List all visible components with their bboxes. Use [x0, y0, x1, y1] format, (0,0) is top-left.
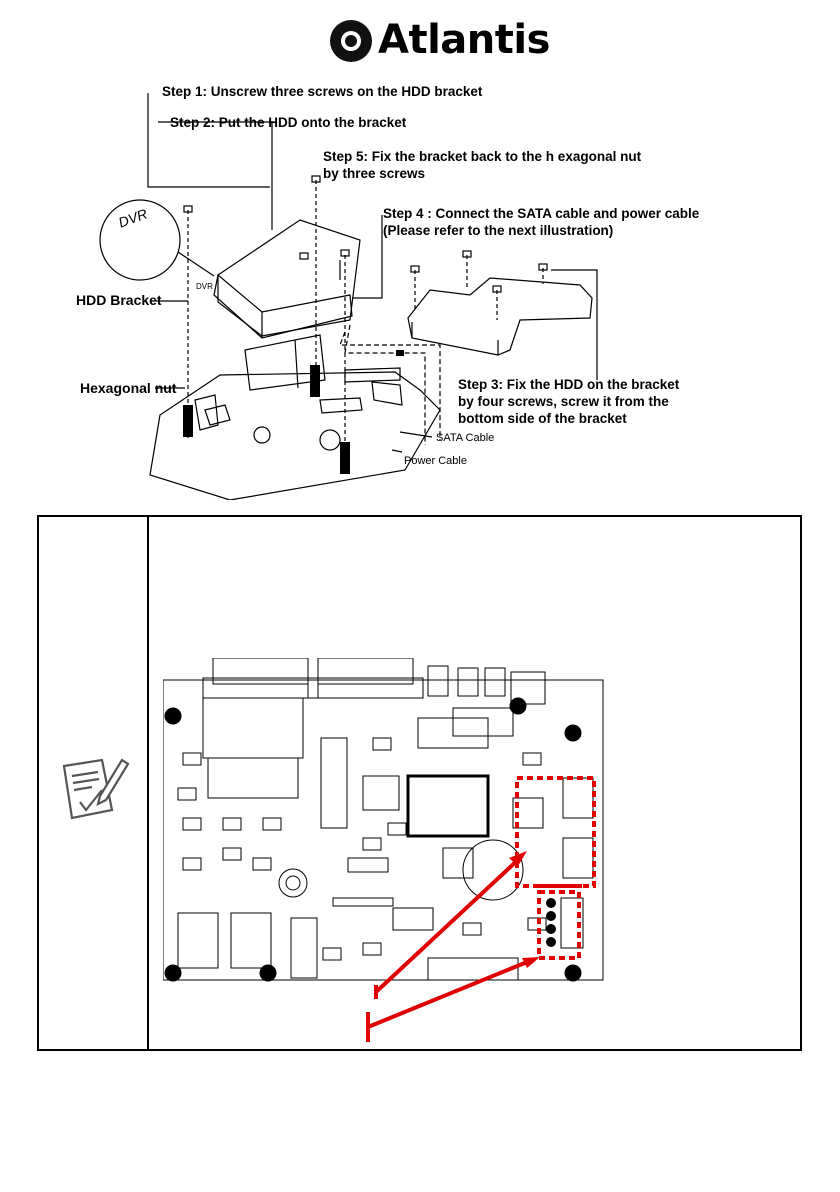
hexagonal-nut-right	[340, 442, 350, 474]
note-box	[37, 515, 802, 1051]
step1-text: Step 1: Unscrew three screws on the HDD …	[162, 84, 483, 99]
right-bracket	[407, 277, 593, 356]
step3-line1: Step 3: Fix the HDD on the bracket	[458, 377, 680, 392]
note-divider	[147, 515, 149, 1051]
step2-text: Step 2: Put the HDD onto the bracket	[170, 115, 407, 130]
step4-line1: Step 4 : Connect the SATA cable and powe…	[383, 206, 700, 221]
step5-line1: Step 5: Fix the bracket back to the h ex…	[323, 149, 642, 164]
brand-name: Atlantis	[378, 17, 550, 63]
pcb-board	[149, 371, 441, 500]
step3-line3: bottom side of the bracket	[458, 411, 627, 426]
leader-step2	[158, 121, 273, 230]
hdd-bracket-label: HDD Bracket	[76, 292, 162, 308]
zoom-circle	[99, 199, 181, 281]
pcb-layout-diagram	[163, 658, 604, 982]
dvr-small-label: DVR	[196, 282, 213, 291]
atlantis-logo-icon	[330, 20, 372, 62]
power-cable-label: Power Cable	[404, 455, 467, 467]
step4-line2: (Please refer to the next illustration)	[383, 223, 614, 238]
note-pencil-icon	[62, 758, 130, 820]
leader-step1	[147, 93, 270, 188]
step3-line2: by four screws, screw it from the	[458, 394, 669, 409]
hexagonal-nut-left	[183, 405, 193, 437]
step5-line2: by three screws	[323, 166, 426, 181]
hexagonal-nut-label: Hexagonal nut	[80, 380, 177, 396]
sata-cable-label: SATA Cable	[436, 432, 495, 444]
hdd-assembly-diagram	[99, 93, 598, 500]
hexagonal-nut-mid	[310, 365, 320, 397]
hdd-drive	[217, 219, 361, 337]
